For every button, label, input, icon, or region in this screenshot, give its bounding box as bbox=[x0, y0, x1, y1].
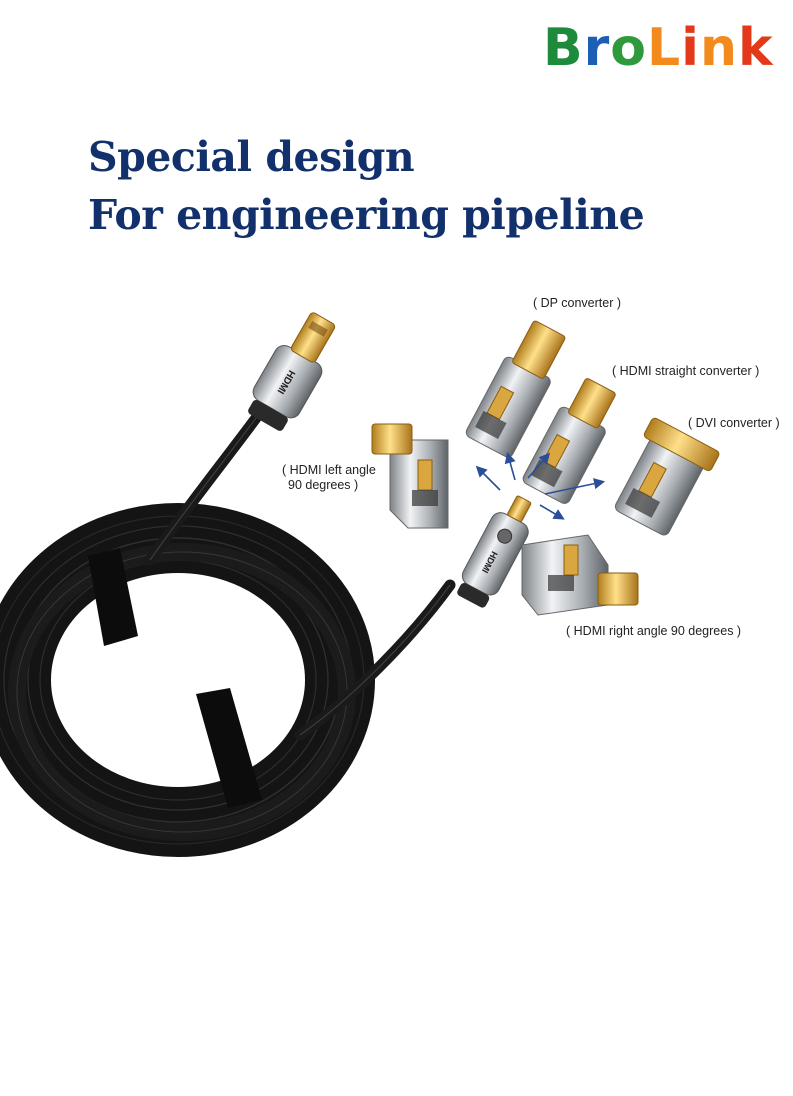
arrow-dvi bbox=[544, 478, 606, 495]
converter-arrows bbox=[475, 451, 606, 520]
dp-converter-label: ( DP converter ) bbox=[533, 296, 621, 310]
logo-letter: L bbox=[647, 18, 682, 78]
hdmi-straight-converter-label: ( HDMI straight converter ) bbox=[612, 364, 760, 378]
hdmi-right-angle-converter bbox=[521, 534, 639, 616]
hdmi-right-angle-label: ( HDMI right angle 90 degrees ) bbox=[566, 624, 742, 638]
dvi-converter-label: ( DVI converter ) bbox=[688, 416, 780, 430]
dp-converter bbox=[465, 320, 566, 458]
hdmi-left-angle-converter bbox=[371, 423, 449, 529]
hdmi-left-angle-label-1: ( HDMI left angle bbox=[282, 463, 376, 477]
brand-logo: BroLink bbox=[543, 22, 774, 74]
hdmi-connector-top: HDMI bbox=[248, 312, 336, 431]
logo-letter: i bbox=[681, 18, 700, 78]
logo-letter: n bbox=[700, 18, 739, 78]
headline-line-2: For engineering pipeline bbox=[88, 191, 645, 239]
arrow-right bbox=[539, 504, 565, 520]
logo-letter: k bbox=[738, 18, 774, 78]
headline-line-1: Special design bbox=[88, 133, 415, 181]
hdmi-straight-converter bbox=[522, 378, 616, 504]
logo-letter: o bbox=[610, 18, 648, 78]
arrow-dp bbox=[504, 451, 516, 481]
cable-coil bbox=[0, 503, 375, 857]
page-headline: Special design For engineering pipeline bbox=[88, 128, 645, 244]
hdmi-left-angle-label-2: 90 degrees ) bbox=[288, 478, 359, 492]
micro-hdmi-connector: HDMI bbox=[457, 495, 532, 608]
arrow-straight bbox=[527, 452, 551, 479]
logo-letter: B bbox=[543, 18, 584, 78]
arrow-left bbox=[475, 465, 501, 491]
dvi-converter bbox=[614, 417, 720, 536]
logo-letter: r bbox=[583, 18, 611, 78]
